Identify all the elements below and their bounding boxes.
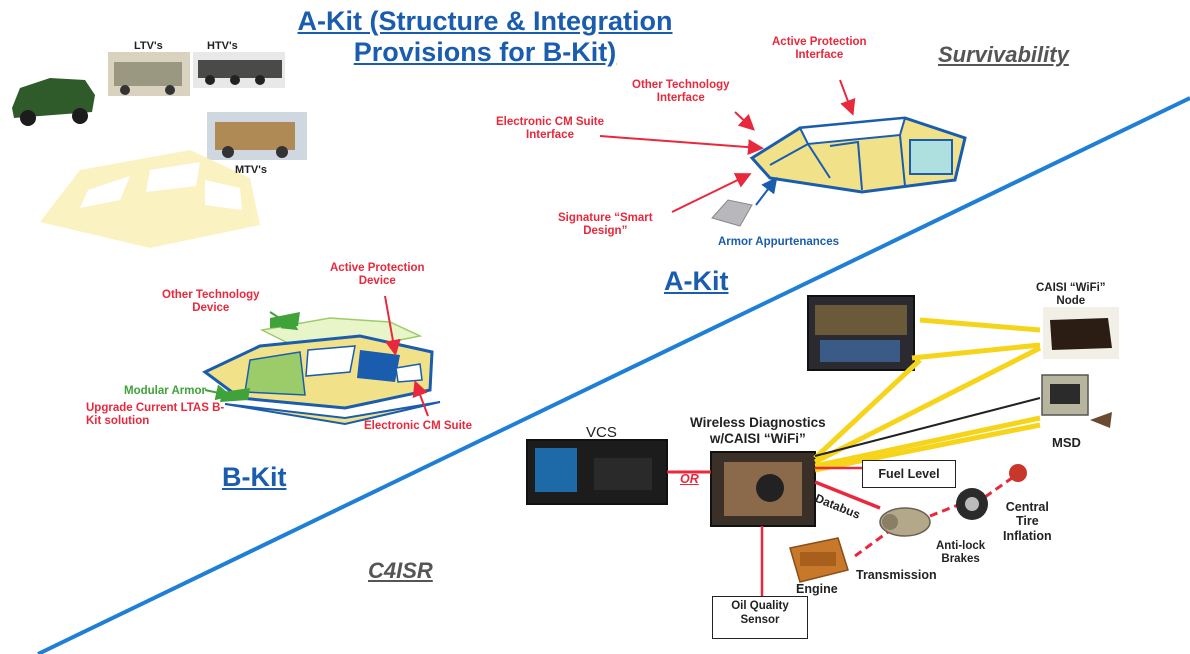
bkit-modular-armor-label: Modular Armor (124, 385, 206, 397)
caisi-node-line2: Node (1056, 295, 1086, 308)
oil-quality-line2: Sensor (740, 613, 780, 626)
section-c4isr: C4ISR (368, 558, 433, 583)
tire-gauge-image (1009, 464, 1027, 482)
akit-active-protection-label: Active Protection Interface (772, 36, 867, 62)
vehicle-ltv-image (108, 52, 190, 96)
central-tire-label: Central Tire Inflation (1003, 500, 1052, 543)
arrow-other-technology-interface (734, 111, 755, 131)
akit-active-protection-line1: Active Protection (772, 36, 867, 48)
transmission-image (879, 507, 931, 537)
bkit-electronic-cm-label: Electronic CM Suite (364, 420, 472, 432)
or-label: OR (680, 472, 699, 486)
msd-image (1041, 374, 1112, 428)
vcs-image (526, 439, 668, 505)
arrow-bkit-active-protection (384, 295, 401, 356)
vehicle-humvee-image (12, 78, 95, 126)
akit-electronic-cm-label: Electronic CM Suite Interface (496, 116, 604, 142)
bkit-other-technology-label: Other Technology Device (162, 289, 260, 315)
bkit-upgrade-line2: Kit solution (86, 415, 150, 428)
vehicle-mtv-image (207, 112, 307, 160)
bkit-cab-image (202, 312, 441, 426)
akit-signature-line2: Design” (583, 225, 628, 238)
bkit-active-protection-line2: Device (358, 275, 396, 288)
bkit-upgrade-line1: Upgrade Current LTAS B- (86, 402, 225, 414)
msd-label: MSD (1052, 435, 1081, 450)
central-tire-line1: Central (1005, 500, 1049, 514)
wireless-diagnostics-line2: w/CAISI “WiFi” (709, 430, 806, 446)
section-survivability: Survivability (938, 42, 1069, 67)
vehicle-htv-image (193, 52, 285, 88)
wireless-diagnostics-line1: Wireless Diagnostics (690, 415, 826, 430)
section-akit: A-Kit (664, 266, 729, 296)
akit-signature-line1: Signature “Smart (558, 212, 653, 224)
wireless-diagnostics-image (710, 451, 816, 527)
brake-wheel-image (956, 488, 988, 520)
arrow-armor-appurtenances (755, 176, 778, 206)
akit-other-technology-label: Other Technology Interface (632, 79, 730, 105)
arrow-bkit-electronic-cm (412, 380, 429, 417)
bkit-other-technology-line2: Device (192, 302, 230, 315)
caisi-node-image (1043, 307, 1119, 359)
link-transmission (854, 530, 889, 558)
arrow-electronic-cm-interface (599, 135, 764, 156)
transmission-label: Transmission (856, 568, 937, 582)
engine-label: Engine (796, 582, 838, 596)
bkit-active-protection-line1: Active Protection (330, 262, 425, 274)
bkit-active-protection-label: Active Protection Device (330, 262, 425, 288)
central-tire-line3: Inflation (1003, 528, 1052, 543)
wireless-diagnostics-label: Wireless Diagnostics w/CAISI “WiFi” (690, 415, 826, 446)
link-msd (814, 397, 1041, 457)
akit-other-technology-line1: Other Technology (632, 79, 730, 91)
cockpit-image (807, 295, 915, 371)
vcs-label: VCS (586, 424, 617, 441)
link-antilock (929, 503, 959, 518)
vehicle-ltv-label: LTV's (134, 40, 163, 52)
akit-other-technology-line2: Interface (656, 92, 705, 105)
engine-image (789, 537, 849, 583)
main-title-line1: A-Kit (Structure & Integration (297, 6, 673, 36)
antilock-label: Anti-lock Brakes (936, 540, 985, 566)
caisi-node-label: CAISI “WiFi” Node (1036, 282, 1106, 308)
bkit-other-technology-line1: Other Technology (162, 289, 260, 301)
section-bkit: B-Kit (222, 462, 287, 492)
wifi-links (813, 317, 1042, 473)
link-databus (814, 480, 881, 510)
caisi-node-line1: CAISI “WiFi” (1036, 282, 1106, 294)
akit-electronic-cm-line2: Interface (526, 129, 574, 142)
antilock-line1: Anti-lock (936, 540, 986, 552)
oil-quality-box: Oil Quality Sensor (712, 596, 808, 639)
arrow-bkit-modular-armor (204, 384, 232, 401)
antilock-line2: Brakes (941, 553, 980, 566)
vehicle-mtv-label: MTV's (235, 164, 267, 176)
fuel-level-box: Fuel Level (862, 460, 956, 488)
akit-active-protection-line2: Interface (795, 49, 844, 62)
arrow-active-protection-interface (839, 79, 856, 116)
bkit-upgrade-label: Upgrade Current LTAS B- Kit solution (86, 402, 224, 428)
central-tire-line2: Tire (1015, 514, 1039, 529)
arrow-signature (671, 173, 752, 213)
armor-plate-image (711, 199, 753, 227)
link-central-tire (984, 476, 1013, 499)
main-title: A-Kit (Structure & Integration Provision… (270, 6, 700, 68)
akit-shell-image (40, 150, 260, 248)
main-title-line2: Provisions for B-Kit) (353, 37, 617, 68)
akit-armor-label: Armor Appurtenances (718, 236, 839, 248)
divider-line (37, 96, 1190, 654)
akit-electronic-cm-line1: Electronic CM Suite (496, 116, 604, 128)
arrow-bkit-other-technology (269, 311, 299, 331)
akit-signature-label: Signature “Smart Design” (558, 212, 653, 238)
oil-quality-line1: Oil Quality (731, 600, 789, 612)
vehicle-htv-label: HTV's (207, 40, 238, 52)
akit-cab-image (749, 116, 967, 194)
